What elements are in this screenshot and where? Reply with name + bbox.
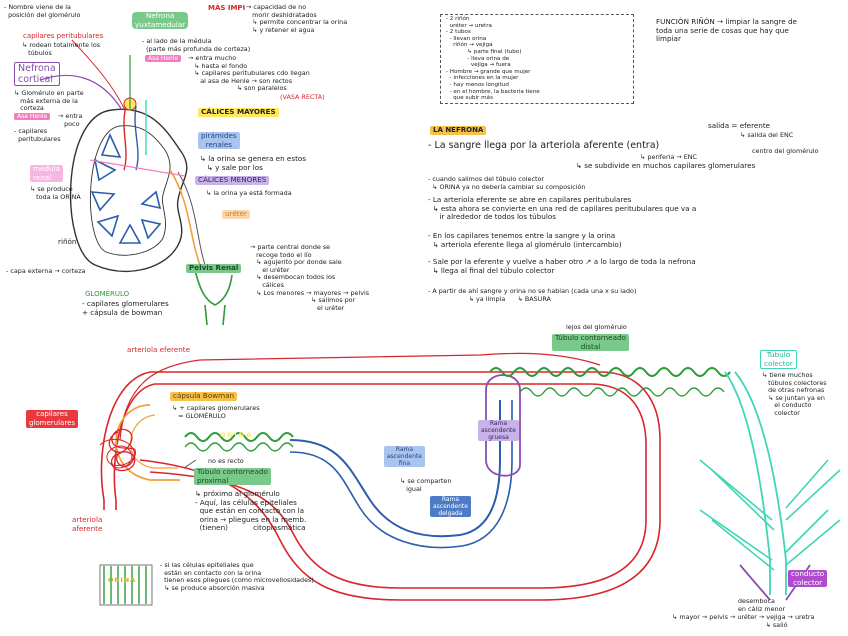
arteriola-eferente-label: arteriola eferente — [127, 345, 191, 354]
celulas-epiteliales-note: - si las células epiteliales que están e… — [160, 561, 314, 592]
calices-menores-desc: ↳ la orina ya está formada — [206, 189, 292, 197]
salida-eferente-desc: ↳ salida del ENC — [740, 131, 794, 139]
rinon-label: riñón — [58, 237, 77, 246]
pelvis-renal-label: Pelvis Renal — [186, 263, 242, 273]
arteriola-aferente-label: arteriola aferente — [72, 515, 103, 533]
lejos-glomerulo: lejos del glomérulo — [566, 323, 627, 331]
capsula-bowman-desc: ↳ + capilares glomerulares = GLOMÉRULO — [172, 404, 260, 420]
nefrona-yuxtamedular-title: Nefrona yuxtamedular — [132, 11, 189, 30]
conducto-colector-label: conducto colector — [788, 569, 828, 588]
medula-desc: ↳ se produce toda la ORINA — [30, 185, 81, 201]
glomerulo-title: GLOMÉRULO — [85, 290, 130, 298]
nombre-note: - Nombre viene de la posición del glomér… — [4, 3, 81, 19]
centro-glomerulo: centro del glomérulo — [752, 147, 819, 155]
capilares-glomerulares-label: capilares glomerulares — [26, 410, 79, 428]
mas-impi-desc: → capacidad de no morir deshidratados ↳ … — [246, 3, 348, 34]
cortical-capilares: - capilares peritubulares — [14, 127, 61, 143]
anatomy-notes-box — [440, 14, 634, 104]
capa-externa-note: - capa externa → corteza — [6, 267, 86, 275]
ureter-label: uréter — [222, 209, 250, 219]
nefrona-line1: - La sangre llega por la arteriola afere… — [428, 140, 660, 151]
calices-menores-label: CÁLICES MENORES — [195, 175, 270, 185]
nefrona-p1: - cuando salimos del túbulo colector ↳ O… — [428, 175, 586, 191]
orina-flow-label: ORINA — [220, 431, 254, 439]
tubulo-proximal-label: Túbulo contorneado proximal — [194, 467, 271, 486]
capilares-peritubulares-title: capilares peritubulares — [23, 32, 104, 40]
comparten-note: ↳ se comparten igual — [400, 477, 452, 493]
nefrona-p2: - La arteriola eferente se abre en capil… — [428, 195, 697, 222]
vasa-recta-label: (VASA RECTA) — [280, 93, 325, 101]
cortical-entra: → entra poco — [58, 112, 83, 128]
anatomy-notes: - 2 riñón uréter → uretra - 2 tubos - ll… — [446, 16, 540, 102]
juxta-asa-henle: Asa Henle — [145, 55, 182, 62]
la-nefrona-title: LA NEFRONA — [430, 126, 487, 135]
cortical-asa-henle: Asa Henle — [14, 113, 51, 120]
cortical-desc: ↳ Glomérulo en parte más externa de la c… — [14, 89, 84, 113]
glomerulo-desc: - capilares glomerulares + cápsula de bo… — [82, 299, 169, 317]
nefrona-p5: - A partir de ahí sangre y orina no se h… — [428, 287, 637, 303]
funcion-rinon-note: FUNCIÓN RIÑÓN → limpiar la sangre de tod… — [656, 17, 797, 44]
salida-eferente: salida = eferente — [708, 121, 771, 130]
orina-small-label: ORINA — [108, 576, 137, 584]
nefrona-p4: - Sale por la eferente y vuelve a haber … — [428, 257, 696, 275]
calices-mayores-label: CÁLICES MAYORES — [198, 107, 279, 117]
tubulo-distal-label: Túbulo contorneado distal — [552, 333, 629, 352]
tubulo-proximal-desc: ↳ próximo al glomérulo - Aquí, las célul… — [195, 489, 307, 533]
juxta-desc2: → entra mucho ↳ hasta el fondo ↳ capilar… — [188, 54, 310, 93]
nefrona-p3: - En los capilares tenemos entre la sang… — [428, 231, 622, 249]
pelvis-desc: → parte central donde se recoge todo el … — [250, 243, 370, 312]
mas-impi-label: MÁS IMPI — [208, 4, 246, 12]
nefrona-line1a: ↳ periferia → ENC — [640, 153, 697, 161]
capsula-bowman-label: cápsula Bowman — [170, 391, 238, 401]
piramides-desc: ↳ la orina se genera en estos ↳ y sale p… — [200, 154, 307, 172]
nefrona-line1b: ↳ se subdivide en muchos capilares glome… — [576, 161, 756, 170]
final-path-note: ↳ mayor → pelvis → uréter → vejiga → ure… — [672, 613, 815, 629]
nephron-tubes — [99, 352, 841, 606]
tubulo-colector-desc: ↳ tiene muchos túbulos colectores de otr… — [762, 371, 827, 417]
desemboca-note: desemboca en cáliz menor — [738, 597, 786, 613]
medula-renal-title: médula renal — [30, 164, 63, 183]
no-recto-note: no es recto — [208, 457, 244, 465]
tubulo-colector-label: Túbulo colector — [760, 350, 797, 370]
rama-ascendente-gruesa-label: Rama ascendente gruesa — [478, 420, 519, 441]
piramides-renales-label: pirámides renales — [198, 131, 240, 150]
rama-descendente-fina-label: Rama ascendente fina — [384, 446, 425, 467]
rama-ascendente-delgada-label: Rama ascendente delgada — [430, 496, 471, 517]
nefrona-cortical-title: Nefrona cortical — [14, 62, 60, 86]
capilares-peritubulares-desc: ↳ rodean totalmente los túbulos — [22, 41, 101, 57]
kidney-drawing — [39, 39, 233, 326]
juxta-desc: - al lado de la médula (parte más profun… — [142, 37, 251, 53]
